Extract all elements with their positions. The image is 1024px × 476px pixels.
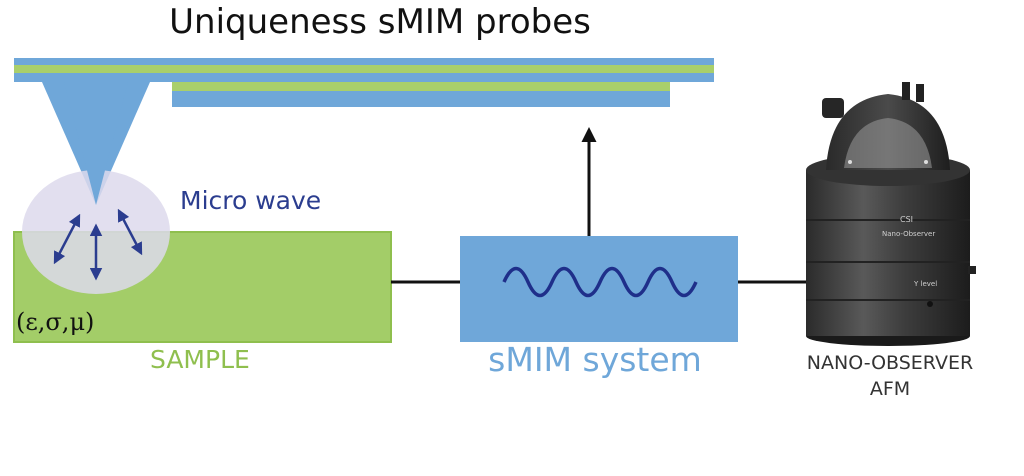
sample-parameters: (ε,σ,μ): [16, 308, 95, 336]
wave-signal: [502, 266, 698, 298]
afm-label-line1: NANO-OBSERVER: [806, 352, 974, 374]
diagram-title: Uniqueness sMIM probes: [169, 2, 591, 42]
afm-badge-line2: Nano-Observer: [882, 230, 935, 238]
afm-label: NANO-OBSERVER AFM: [770, 350, 1010, 402]
afm-knob-2: [916, 84, 924, 102]
afm-led-1: [848, 160, 852, 164]
smim-system-label: sMIM system: [488, 340, 702, 379]
probe-tip-front: [64, 82, 128, 205]
afm-device: CSI Nano-Observer Y level: [806, 82, 976, 346]
afm-body: [806, 170, 970, 336]
afm-level-screw: [927, 301, 933, 307]
sample-label: SAMPLE: [150, 345, 250, 374]
afm-dome-window: [844, 118, 932, 168]
smim-system-box: [460, 236, 738, 342]
microwave-arrow-left: [53, 213, 81, 265]
microwave-arrows: [53, 208, 143, 281]
cantilever-upper-green: [14, 65, 714, 73]
microwave-arrow-right: [117, 208, 143, 256]
afm-label-line2: AFM: [869, 378, 911, 400]
afm-led-2: [924, 160, 928, 164]
cantilever-lower-blue: [172, 91, 670, 107]
afm-knob-1: [902, 82, 910, 100]
cantilever-lower-green: [172, 82, 670, 91]
microwave-label: Micro wave: [180, 186, 322, 215]
afm-badge-line1: CSI: [900, 215, 913, 224]
afm-side-handle: [822, 98, 844, 118]
afm-side-screw: [968, 266, 976, 274]
cantilever-upper-blue: [14, 58, 714, 65]
cantilever-upper-blue-lower: [14, 73, 714, 82]
afm-level-label: Y level: [913, 280, 937, 288]
